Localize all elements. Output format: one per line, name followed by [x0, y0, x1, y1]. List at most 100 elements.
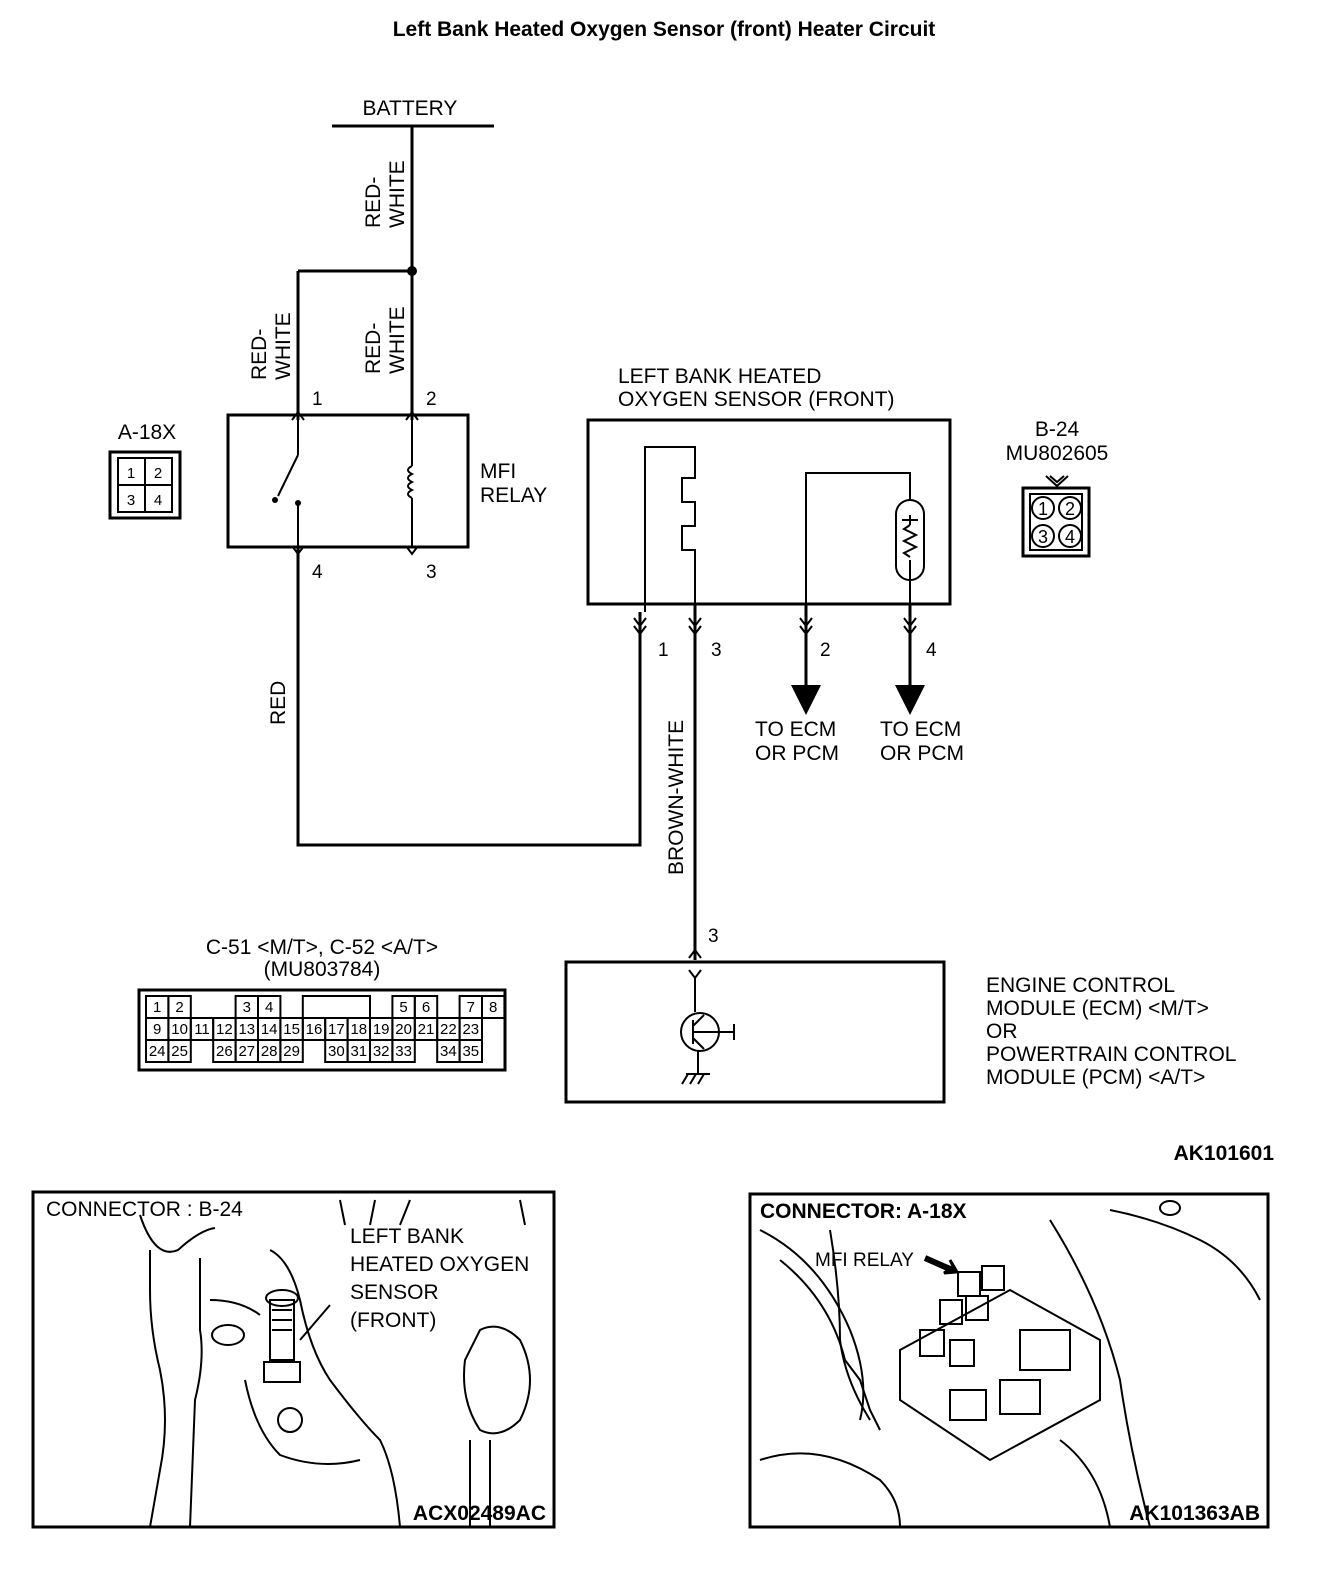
c51-cell-label: 6 — [422, 999, 430, 1016]
c51-cell-label: 13 — [238, 1021, 255, 1038]
c51-cell-label: 21 — [418, 1021, 435, 1038]
c51-cell-label: 11 — [194, 1021, 210, 1038]
c51-cell-label: 31 — [350, 1043, 367, 1060]
svg-text:WHITE: WHITE — [386, 160, 409, 228]
svg-text:4: 4 — [154, 492, 162, 509]
c51-cell-label: 28 — [261, 1043, 278, 1060]
c51-cell — [167, 1039, 192, 1063]
b24-name: B-24 — [1035, 418, 1080, 441]
transistor-icon — [680, 978, 735, 1075]
c51-cell-label: 29 — [283, 1043, 300, 1060]
c51-cell — [391, 1039, 416, 1063]
svg-text:HEATED OXYGEN: HEATED OXYGEN — [350, 1253, 529, 1276]
svg-text:2: 2 — [154, 465, 162, 482]
svg-text:RELAY: RELAY — [480, 484, 547, 507]
svg-text:BROWN-WHITE: BROWN-WHITE — [665, 720, 688, 875]
svg-text:OR: OR — [986, 1020, 1018, 1043]
wire-label-red: RED — [267, 681, 290, 725]
relay-pin-4: 4 — [312, 562, 323, 583]
c51-cell-label: 15 — [283, 1021, 300, 1038]
c51-cell-label: 4 — [265, 999, 273, 1016]
svg-text:LEFT BANK: LEFT BANK — [350, 1225, 464, 1248]
svg-text:2: 2 — [1065, 499, 1075, 519]
relay-pin-markers — [291, 410, 419, 556]
c51-cell-label: 3 — [243, 999, 251, 1016]
c51-key-block — [301, 995, 371, 1019]
sensor-heater-icon — [644, 446, 696, 612]
callout-arrow-shaft — [923, 1255, 954, 1273]
wire-label-brown-white: BROWN-WHITE — [665, 720, 688, 875]
a18x-connector-face: 1 2 3 4 — [108, 450, 182, 520]
a18x-photo-code: AK101363AB — [1129, 1502, 1260, 1525]
photo-panel-b24: CONNECTOR : B-24 LEFT BANK HEATED OXYGEN… — [31, 1190, 556, 1529]
c51-cell — [481, 995, 506, 1019]
c51-cell-label: 1 — [153, 999, 161, 1016]
relay-switch-icon — [272, 415, 301, 547]
c51-cell — [279, 1039, 304, 1063]
sensor-pin-4: 4 — [926, 640, 937, 661]
svg-text:RED-: RED- — [362, 323, 385, 374]
engine-part-illustration — [139, 1199, 531, 1528]
svg-text:TO ECM: TO ECM — [755, 718, 836, 741]
svg-text:RED: RED — [267, 681, 290, 725]
c51-cell-label: 17 — [328, 1021, 345, 1038]
diagram-title: Left Bank Heated Oxygen Sensor (front) H… — [393, 18, 936, 41]
to-ecm-label-2: TO ECM OR PCM — [880, 718, 964, 765]
c51-cell-label: 30 — [328, 1043, 345, 1060]
svg-text:4: 4 — [1065, 527, 1075, 547]
c51-cell-label: 20 — [395, 1021, 412, 1038]
a18x-photo-header: CONNECTOR: A-18X — [760, 1200, 967, 1223]
sensor-label: LEFT BANK HEATED OXYGEN SENSOR (FRONT) — [618, 365, 895, 411]
c51-cell-label: 27 — [238, 1043, 255, 1060]
ground-icon — [681, 1073, 705, 1085]
relay-pin-3: 3 — [426, 562, 437, 583]
c51-cell-label: 9 — [153, 1021, 161, 1038]
c51-name: C-51 <M/T>, C-52 <A/T> — [206, 936, 438, 959]
c51-cell-label: 8 — [489, 999, 497, 1016]
c51-cell-label: 24 — [149, 1043, 166, 1060]
svg-text:(FRONT): (FRONT) — [350, 1309, 436, 1332]
c51-cell-label: 5 — [399, 999, 407, 1016]
sensor-pin-2: 2 — [820, 640, 831, 661]
svg-text:OXYGEN SENSOR (FRONT): OXYGEN SENSOR (FRONT) — [618, 388, 895, 411]
svg-text:OR PCM: OR PCM — [755, 742, 839, 765]
sensor-pin-markers — [633, 617, 917, 636]
oxygen-sensor-box — [586, 418, 952, 606]
wire-red — [296, 547, 642, 847]
c51-cell-label: 22 — [440, 1021, 457, 1038]
relay-pin-1: 1 — [312, 389, 323, 410]
relay-box-illustration — [759, 1200, 1261, 1528]
b24-photo-callout: LEFT BANK HEATED OXYGEN SENSOR (FRONT) — [350, 1225, 529, 1332]
svg-text:MODULE (ECM) <M/T>: MODULE (ECM) <M/T> — [986, 997, 1209, 1020]
c51-cell-label: 26 — [216, 1043, 233, 1060]
svg-text:1: 1 — [127, 465, 135, 482]
svg-text:OR PCM: OR PCM — [880, 742, 964, 765]
photo-panel-a18x: CONNECTOR: A-18X MFI RELAY AK101363AB — [748, 1192, 1270, 1529]
svg-text:3: 3 — [1038, 527, 1048, 547]
c51-cell-label: 2 — [175, 999, 183, 1016]
c51-cell-label: 19 — [373, 1021, 390, 1038]
b24-part: MU802605 — [1006, 442, 1109, 465]
b24-photo-header: CONNECTOR : B-24 — [46, 1198, 243, 1221]
svg-text:MFI: MFI — [480, 460, 516, 483]
c51-cell-label: 34 — [440, 1043, 457, 1060]
c51-cell-label: 12 — [216, 1021, 233, 1038]
svg-text:SENSOR: SENSOR — [350, 1281, 439, 1304]
svg-text:3: 3 — [127, 492, 135, 509]
c51-cell-label: 18 — [350, 1021, 367, 1038]
a18x-name: A-18X — [118, 421, 176, 444]
svg-text:ENGINE CONTROL: ENGINE CONTROL — [986, 974, 1175, 997]
figure-code: AK101601 — [1174, 1142, 1275, 1165]
c51-cell-label: 32 — [373, 1043, 390, 1060]
ecm-label: ENGINE CONTROL MODULE (ECM) <M/T> OR POW… — [986, 974, 1236, 1089]
b24-photo-code: ACX02489AC — [413, 1502, 546, 1525]
sensor-pin-3: 3 — [711, 640, 722, 661]
svg-text:RED-: RED- — [248, 329, 271, 380]
b24-connector-face: 1 2 3 4 — [1021, 475, 1091, 558]
svg-text:POWERTRAIN CONTROL: POWERTRAIN CONTROL — [986, 1043, 1236, 1066]
relay-pin-2: 2 — [426, 389, 437, 410]
c51-cell-label: 14 — [261, 1021, 278, 1038]
svg-text:RED-: RED- — [362, 177, 385, 228]
c51-cell-label: 16 — [306, 1021, 323, 1038]
